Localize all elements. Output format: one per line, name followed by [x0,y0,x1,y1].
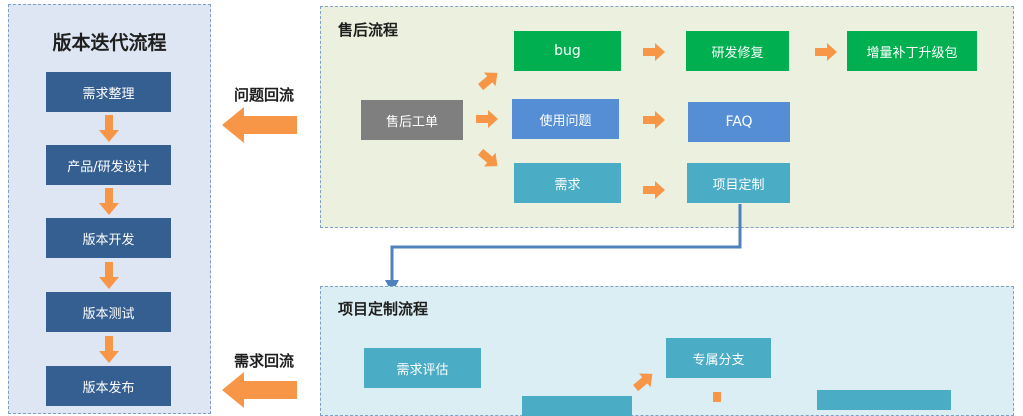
demand-evaluation-box[interactable]: 需求评估 [364,348,481,388]
arrow-up-right-icon [633,373,653,392]
arrow-right-icon [643,43,665,61]
demand-return-label: 需求回流 [233,352,294,370]
arrow-right-icon [476,110,498,128]
arrow-down-icon [99,262,119,289]
step-version-development[interactable]: 版本开发 [46,218,171,258]
arrow-up-right-icon [478,72,498,91]
dev-fix-box[interactable]: 研发修复 [686,31,789,71]
arrow-down-icon [99,336,119,363]
arrow-right-icon [643,181,665,199]
big-left-arrow-icon [222,372,297,408]
step-version-testing[interactable]: 版本测试 [46,292,171,332]
arrow-down-right-icon [478,148,498,167]
arrow-right-icon [815,43,837,61]
arrow-right-icon [643,111,665,129]
custom-flow-box [817,390,951,410]
arrow-down-icon [99,115,119,142]
step-version-release[interactable]: 版本发布 [46,366,171,406]
custom-flow-box [522,396,632,416]
step-product-design[interactable]: 产品/研发设计 [46,145,171,185]
project-custom-panel-title: 项目定制流程 [338,300,429,318]
arrow-down-icon [99,188,119,215]
demand-box[interactable]: 需求 [514,163,621,203]
step-requirement-sorting[interactable]: 需求整理 [46,72,171,112]
version-panel-title: 版本迭代流程 [52,32,167,54]
faq-box[interactable]: FAQ [688,102,790,142]
usage-issue-box[interactable]: 使用问题 [512,99,619,139]
big-left-arrow-icon [222,107,297,143]
bug-box[interactable]: bug [514,31,621,71]
project-custom-box[interactable]: 项目定制 [687,163,790,203]
aftersales-ticket-box[interactable]: 售后工单 [361,100,463,140]
aftersales-panel-title: 售后流程 [338,21,399,39]
issue-return-label: 问题回流 [233,86,294,104]
dedicated-branch-box[interactable]: 专属分支 [666,338,771,378]
arrow-down-icon [713,392,721,402]
patch-package-box[interactable]: 增量补丁升级包 [847,31,977,71]
